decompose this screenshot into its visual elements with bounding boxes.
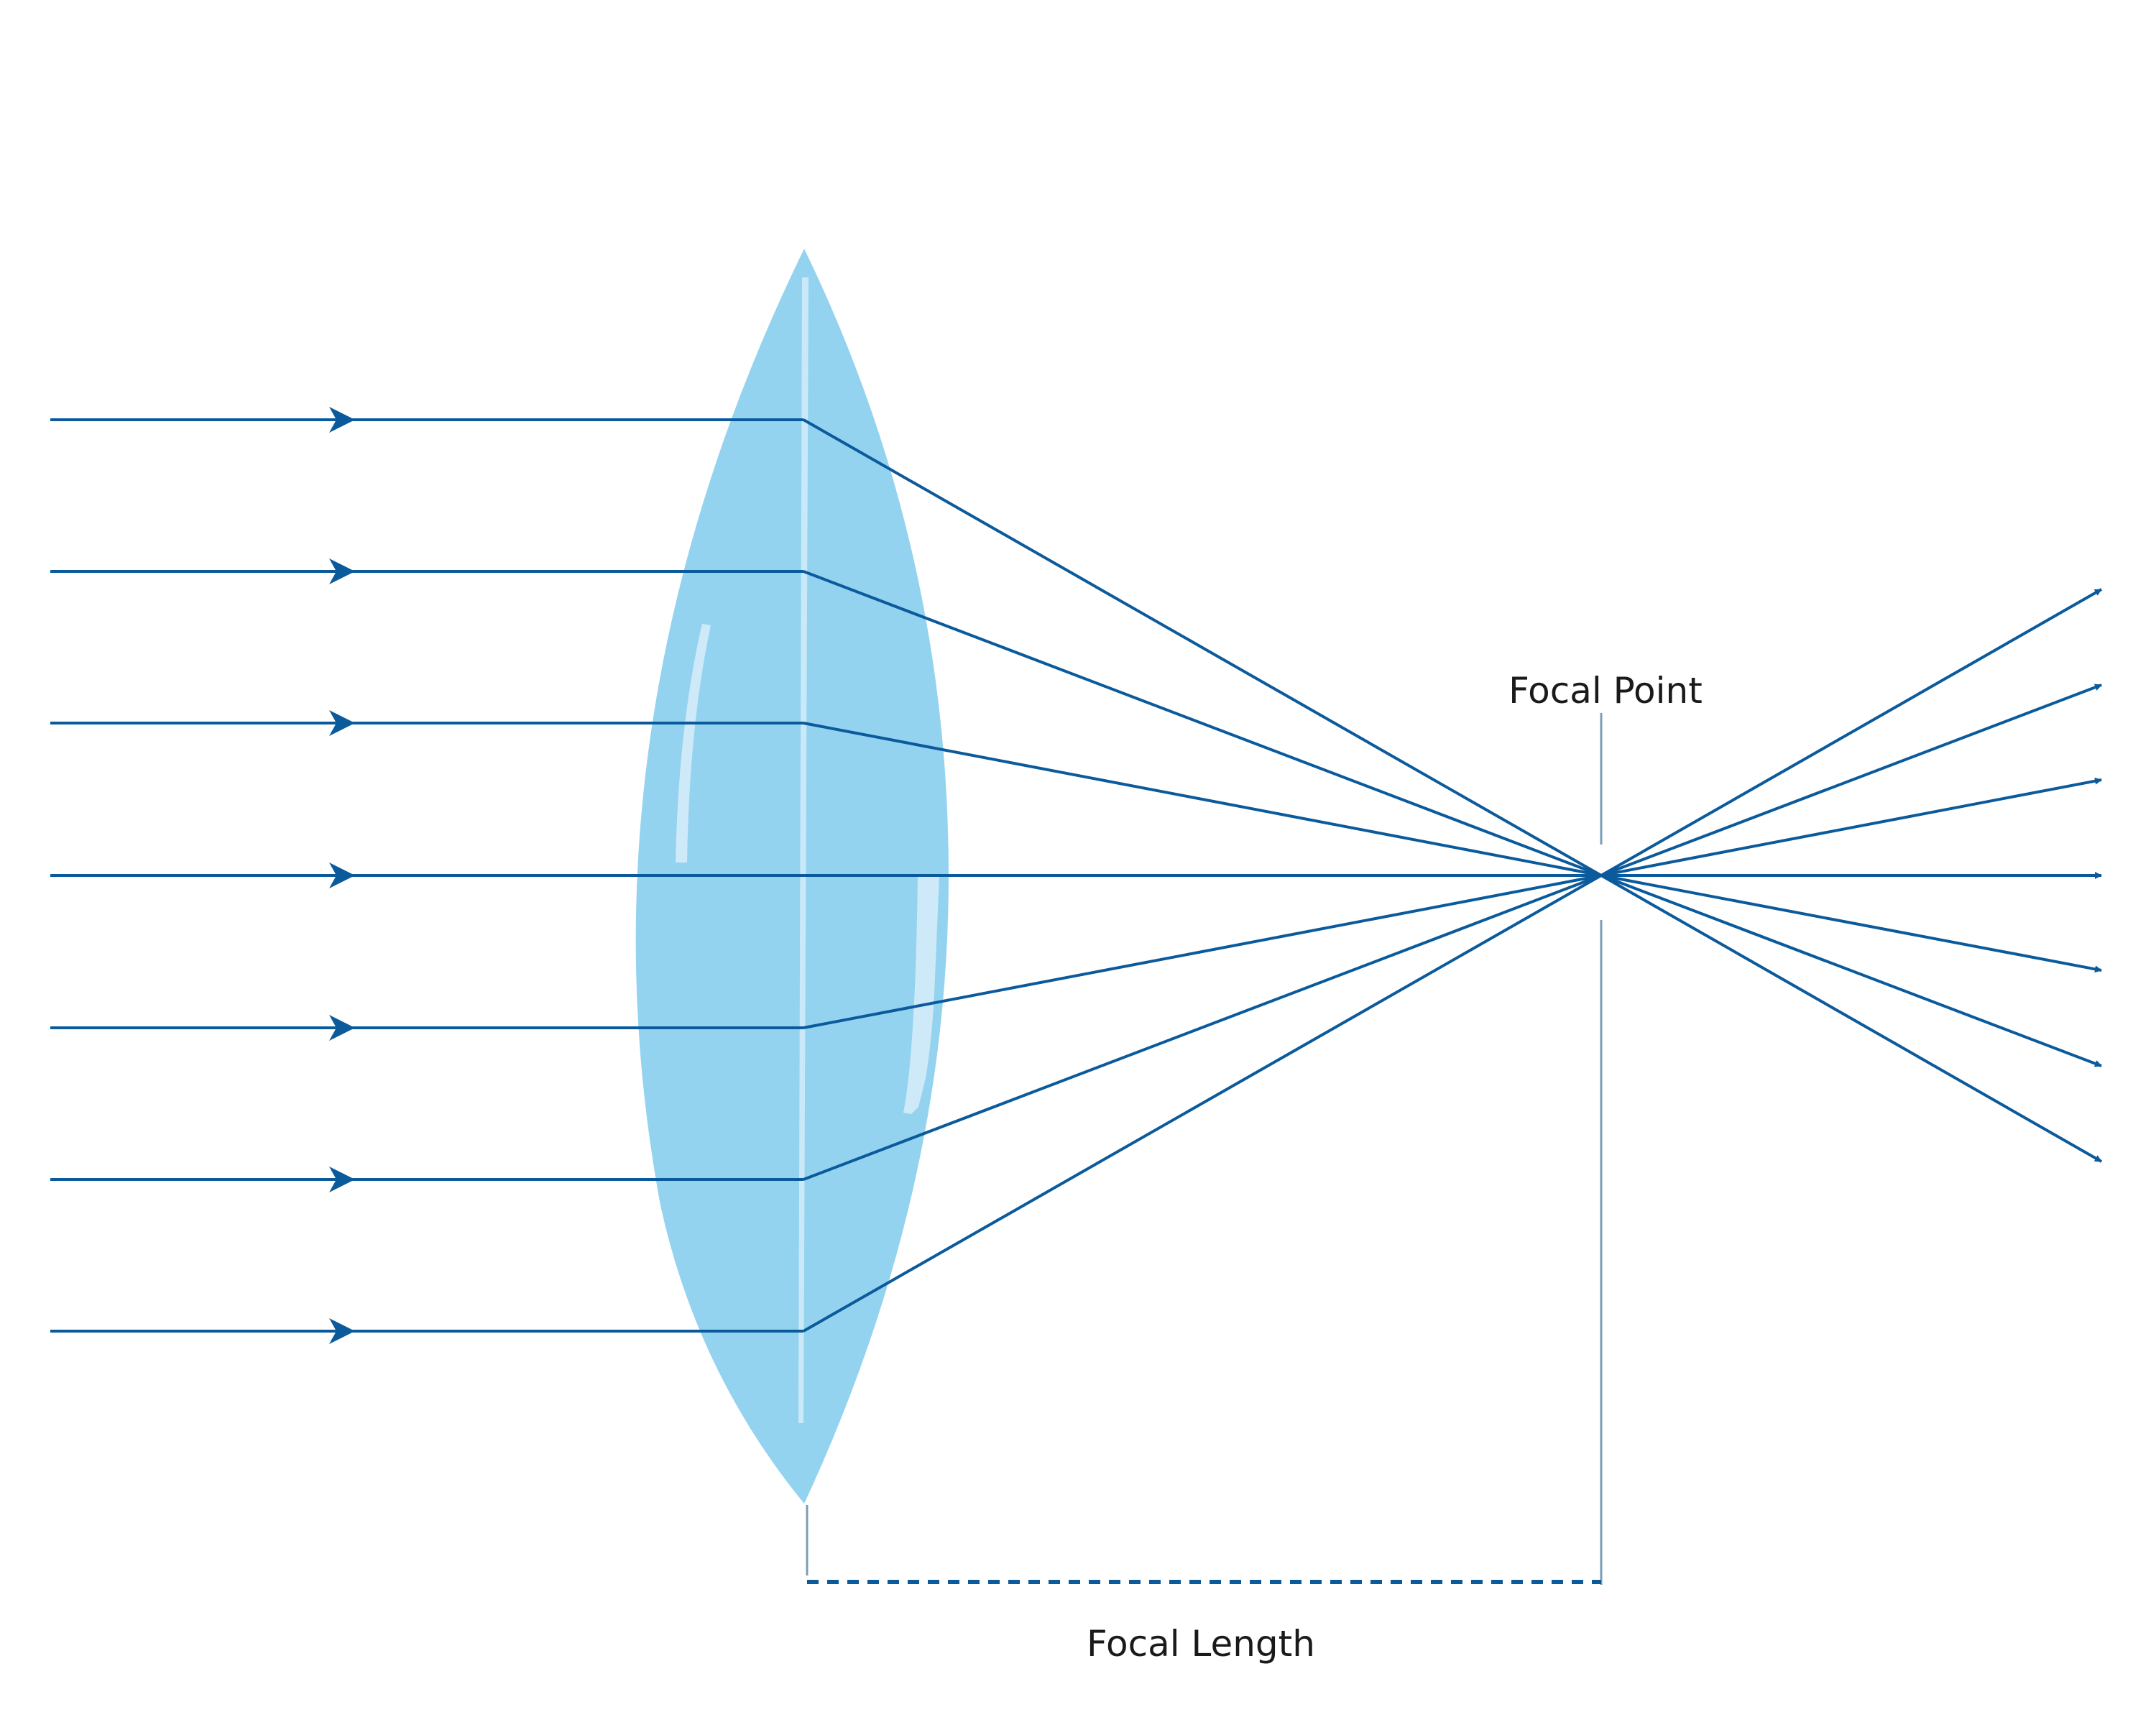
refracted-ray-7: [803, 874, 1602, 1333]
arrowhead-icon: [329, 1167, 355, 1192]
arrowhead-icon: [329, 558, 355, 584]
lens-highlight-right: [903, 875, 939, 1114]
arrowhead-icon: [329, 1318, 355, 1344]
refracted-rays: [803, 418, 1602, 1333]
diverging-rays: [1600, 588, 2102, 1163]
diverging-ray-6: [1600, 874, 2102, 1067]
lens-highlight-center: [798, 277, 808, 1423]
diverging-ray-3: [1600, 777, 2102, 877]
arrowhead-icon: [329, 710, 355, 736]
focal-length-label: Focal Length: [1087, 1623, 1315, 1665]
diverging-ray-2: [1600, 684, 2102, 877]
diverging-ray-5: [1600, 874, 2102, 973]
refracted-ray-3: [803, 722, 1602, 877]
diverging-ray-7: [1600, 874, 2102, 1163]
arrowhead-icon: [329, 1015, 355, 1041]
arrowhead-icon: [329, 862, 355, 888]
incoming-arrowheads: [329, 407, 355, 1344]
arrowhead-icon: [329, 407, 355, 433]
lens-highlight-left: [676, 624, 711, 862]
refracted-ray-5: [803, 874, 1602, 1029]
diverging-ray-1: [1600, 588, 2102, 877]
refracted-ray-1: [803, 418, 1602, 877]
refracted-ray-6: [803, 874, 1602, 1181]
focal-point-label: Focal Point: [1508, 670, 1703, 712]
incoming-rays: [50, 418, 803, 1333]
refracted-ray-2: [803, 570, 1602, 877]
